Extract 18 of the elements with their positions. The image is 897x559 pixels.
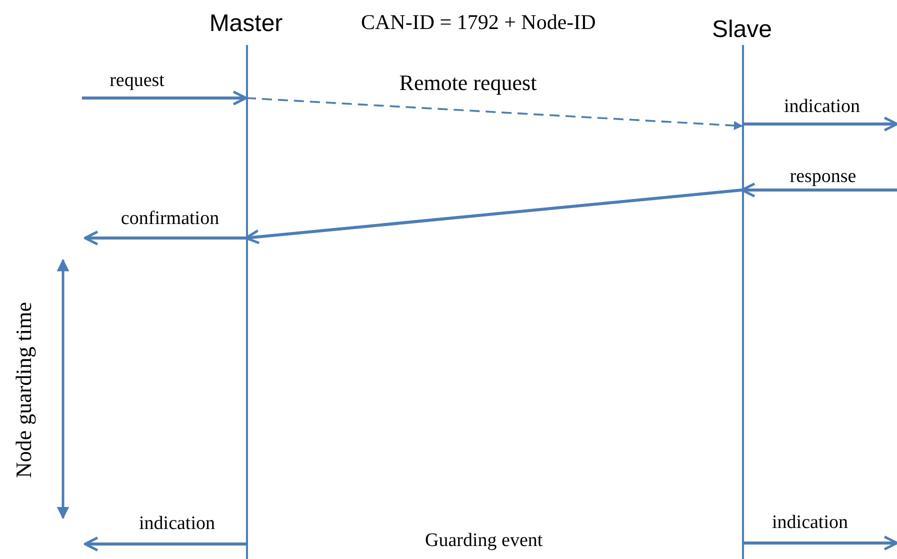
arrow: [246, 97, 743, 130]
edge-label: Remote request: [399, 70, 537, 96]
lifeline-heading: Master: [208, 10, 284, 38]
edge-label: indication: [784, 96, 860, 118]
axis-label: Node guarding time: [10, 302, 37, 478]
edge-label: indication: [772, 512, 848, 534]
edge-label: indication: [139, 513, 215, 535]
edge-label: confirmation: [120, 208, 220, 230]
edge-label: request: [110, 70, 164, 92]
arrow: [742, 116, 897, 132]
arrow: [82, 90, 248, 106]
arrow: [84, 230, 246, 246]
edge-label: response: [790, 166, 856, 188]
arrow: [742, 536, 897, 550]
note-text: CAN-ID = 1792 + Node-ID: [361, 10, 596, 35]
note-text: Guarding event: [425, 530, 543, 552]
arrow: [84, 536, 246, 552]
lifeline-heading: Slave: [710, 16, 774, 44]
